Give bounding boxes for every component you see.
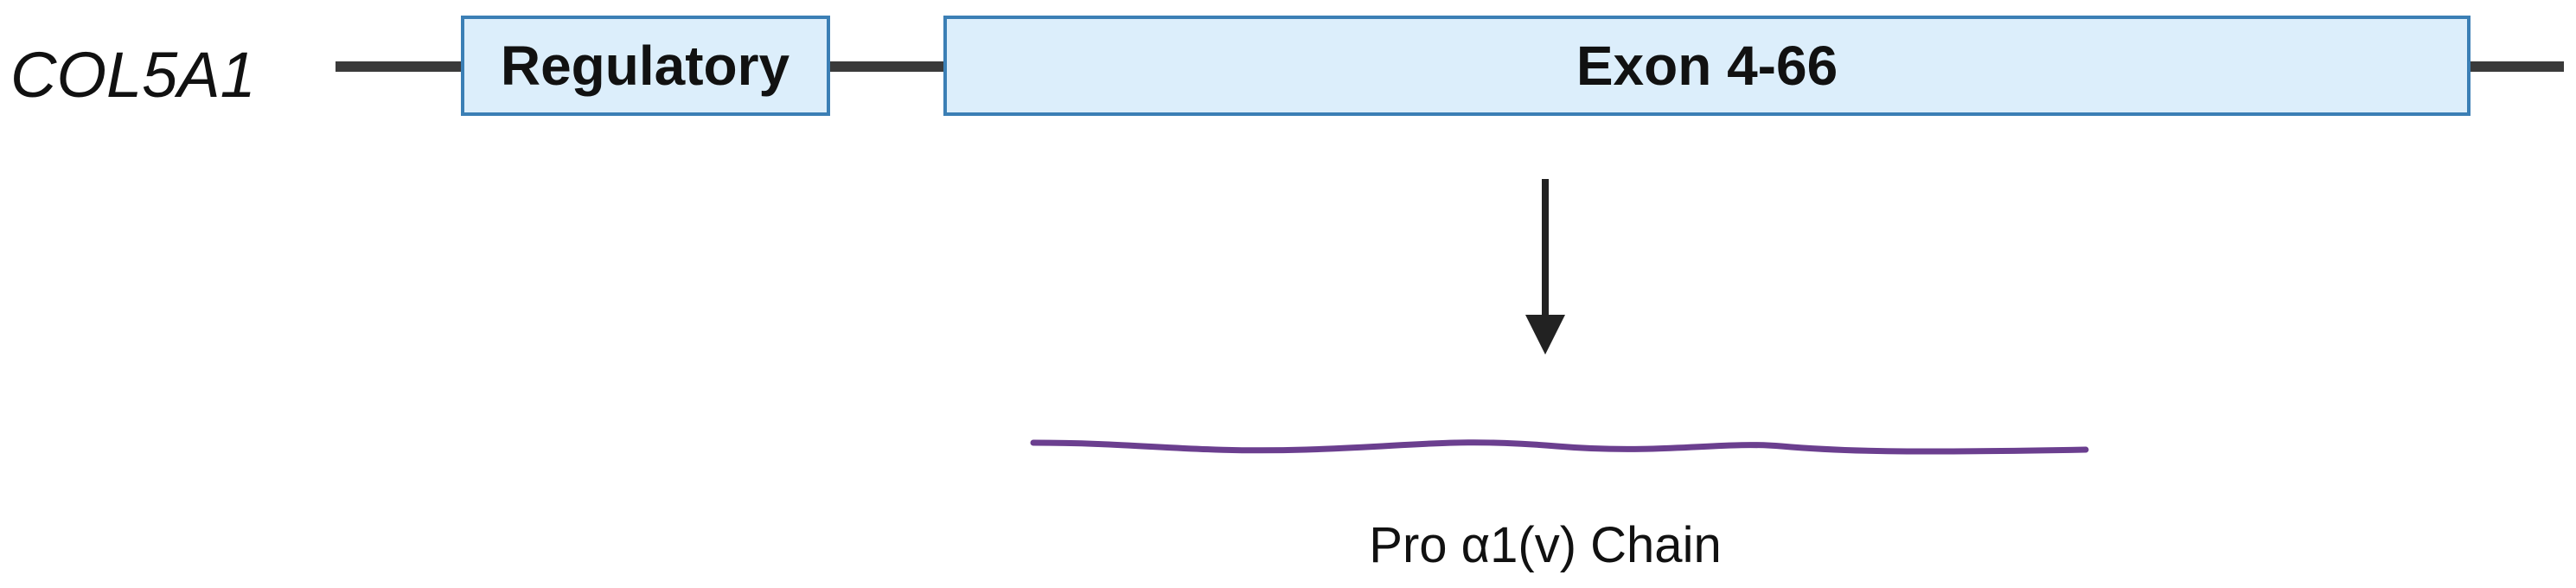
expression-arrow-head [1525, 315, 1565, 355]
protein-chain-line [1030, 439, 2089, 455]
exon-region-box [943, 16, 2471, 116]
regulatory-region: Regulatory [461, 16, 830, 116]
exon-region-label: Exon 4-66 [1576, 35, 1838, 97]
protein-product-label: Pro α1(v) Chain [1369, 517, 1721, 573]
exon-region: Exon 4-66 [943, 16, 2471, 116]
gene-name-label: COL5A1 [10, 39, 256, 111]
regulatory-region-box [461, 16, 830, 116]
regulatory-region-label: Regulatory [501, 35, 790, 97]
expression-arrow [1525, 179, 1565, 355]
